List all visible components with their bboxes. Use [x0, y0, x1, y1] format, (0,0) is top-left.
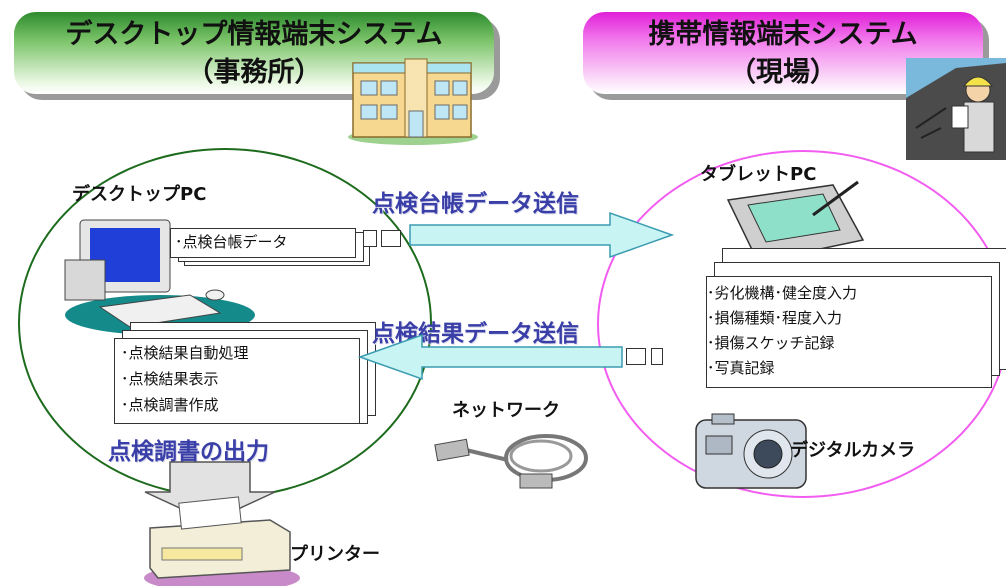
tablet-doc-line-2: ･損傷種類･程度入力: [707, 309, 843, 327]
desktop-pc-icon: [64, 219, 255, 335]
office-system-subtitle: （事務所）: [186, 57, 322, 88]
field-system-title: 携帯情報端末システム: [648, 19, 918, 50]
digital-camera-icon: [695, 413, 807, 489]
send-result-arrow: [357, 333, 623, 381]
output-arrow: [144, 461, 276, 523]
office-building-icon: [348, 58, 478, 145]
result-processing-document: ･点検結果自動処理 ･点検結果表示 ･点検調書作成: [114, 338, 360, 424]
tablet-doc-line-3: ･損傷スケッチ記録: [707, 334, 835, 352]
send-ledger-arrow: [409, 211, 675, 259]
result-doc-line-1: ･点検結果自動処理: [121, 344, 249, 362]
result-doc-line-3: ･点検調書作成: [121, 396, 219, 414]
ledger-data-text: ･点検台帳データ: [175, 233, 288, 251]
result-packet-1: [626, 348, 646, 365]
tablet-pc-label: タブレットPC: [700, 164, 817, 185]
tablet-doc-line-1: ･劣化機構･健全度入力: [707, 284, 858, 302]
tablet-input-document: ･劣化機構･健全度入力 ･損傷種類･程度入力 ･損傷スケッチ記録 ･写真記録: [706, 276, 992, 388]
field-worker-icon: [906, 58, 1006, 160]
result-packet-2: [651, 348, 663, 365]
digital-camera-label: デジタルカメラ: [790, 440, 916, 461]
network-label: ネットワーク: [452, 400, 560, 421]
tablet-doc-line-4: ･写真記録: [707, 359, 775, 377]
result-doc-line-2: ･点検結果表示: [121, 370, 219, 388]
tablet-pc-icon: [726, 180, 865, 263]
send-ledger-data-label: 点検台帳データ送信: [372, 191, 579, 217]
field-system-boundary: [597, 150, 1006, 498]
field-system-subtitle: （現場）: [729, 57, 837, 88]
printer-label: プリンター: [290, 544, 380, 565]
desktop-pc-label: デスクトップPC: [72, 184, 207, 205]
printer-icon: [144, 496, 300, 586]
office-system-title: デスクトップ情報端末システム: [65, 19, 443, 50]
office-system-banner: デスクトップ情報端末システム （事務所）: [14, 12, 494, 94]
output-report-label: 点検調書の出力: [108, 439, 269, 465]
network-cable-icon: [434, 434, 588, 489]
ledger-data-document: ･点検台帳データ: [170, 228, 356, 258]
ledger-packet-2: [381, 230, 401, 247]
ledger-packet-1: [363, 230, 377, 247]
